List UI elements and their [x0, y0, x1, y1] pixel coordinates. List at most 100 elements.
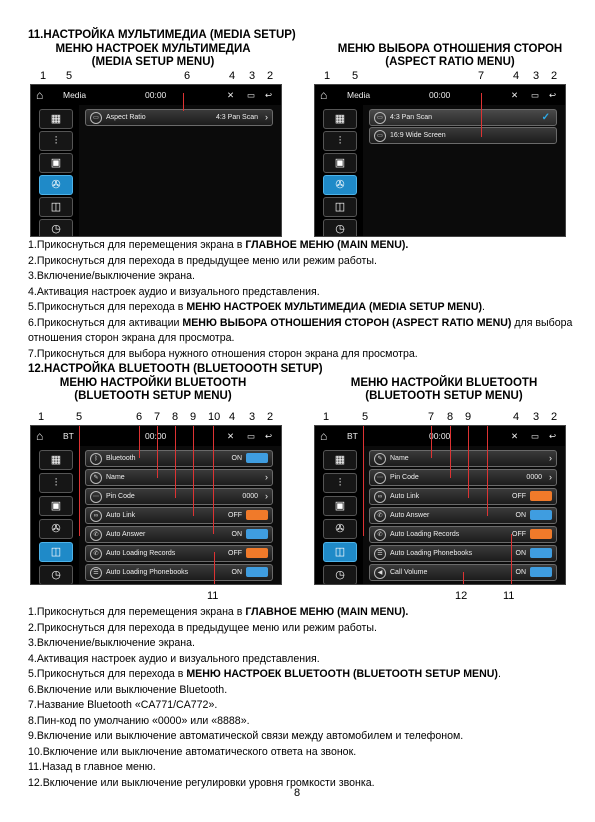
home-icon[interactable]: ⌂ [36, 88, 44, 102]
settings-icon[interactable]: ✕ [511, 431, 519, 441]
lead-line [157, 426, 158, 478]
chevron-right-icon: › [549, 472, 552, 482]
list-item: 10.Включение или выключение автоматическ… [28, 745, 357, 758]
auto-answer-row[interactable]: ✆ Auto Answer ON [85, 526, 273, 543]
auto-loading-phonebooks-row[interactable]: ☰ Auto Loading Phonebooks ON [85, 564, 273, 581]
auto-link-row[interactable]: ∞ Auto Link OFF [85, 507, 273, 524]
callout-number: 4 [229, 411, 236, 423]
toggle-switch[interactable] [530, 567, 552, 577]
callout-number: 10 [208, 411, 221, 423]
top-bar: ⌂ Media 00:00 ✕ ▭ ↩ [315, 85, 565, 105]
audio-eq-icon[interactable]: ⫶ [39, 131, 73, 151]
bluetooth-setup-icon[interactable]: ◫ [323, 542, 357, 562]
section-12-title: 12.НАСТРОЙКА BLUETOOTH (BLUETOOOTH SETUP… [28, 363, 323, 375]
display-icon[interactable]: ▭ [247, 90, 256, 100]
row-value: ON [231, 531, 243, 538]
toggle-switch[interactable] [246, 529, 268, 539]
back-icon[interactable]: ↩ [549, 431, 557, 441]
row-value: OFF [512, 531, 526, 538]
name-row[interactable]: ✎ Name › [369, 450, 557, 467]
bluetooth-setup-icon[interactable]: ◫ [39, 542, 73, 562]
item-text: 5.Прикоснуться для перехода в [28, 301, 187, 313]
media-setup-icon[interactable]: ✇ [39, 175, 73, 195]
main-menu-icon[interactable]: ▦ [39, 109, 73, 129]
auto-answer-row[interactable]: ✆ Auto Answer ON [369, 507, 557, 524]
back-icon[interactable]: ↩ [549, 90, 557, 100]
display-icon[interactable]: ▭ [247, 431, 256, 441]
callout-number: 5 [76, 411, 83, 423]
toggle-switch[interactable] [530, 491, 552, 501]
toggle-switch[interactable] [530, 548, 552, 558]
clock-icon[interactable]: ◷ [39, 565, 73, 584]
row-label: Name [390, 455, 409, 462]
toggle-switch[interactable] [530, 510, 552, 520]
callout-number: 2 [267, 411, 274, 423]
back-icon[interactable]: ↩ [265, 90, 273, 100]
main-menu-icon[interactable]: ▦ [323, 109, 357, 129]
screen-title: Media [63, 90, 87, 100]
settings-icon[interactable]: ✕ [227, 90, 235, 100]
pin-code-row[interactable]: ⋯ Pin Code 0000 › [369, 469, 557, 486]
media-setup-icon[interactable]: ✇ [323, 519, 357, 539]
callout-number: 7 [428, 411, 435, 423]
lead-line [213, 426, 214, 534]
toggle-switch[interactable] [530, 529, 552, 539]
clock-icon[interactable]: ◷ [323, 219, 357, 236]
audio-eq-icon[interactable]: ⫶ [323, 131, 357, 151]
display-icon[interactable]: ▭ [531, 431, 540, 441]
toggle-switch[interactable] [246, 548, 268, 558]
item-text: . [482, 301, 485, 313]
item-bold: ГЛАВНОЕ МЕНЮ (MAIN MENU). [245, 606, 409, 618]
main-menu-icon[interactable]: ▦ [323, 450, 357, 470]
records-icon: ✆ [374, 529, 386, 541]
pin-code-row[interactable]: ⋯ Pin Code 0000 › [85, 488, 273, 505]
clock: 00:00 [145, 431, 167, 441]
auto-loading-records-row[interactable]: ✆ Auto Loading Records OFF [85, 545, 273, 562]
display-settings-icon[interactable]: ▣ [323, 153, 357, 173]
list-item: 1.Прикоснуться для перемещения экрана в … [28, 238, 578, 254]
toggle-switch[interactable] [246, 453, 268, 463]
toggle-switch[interactable] [246, 510, 268, 520]
toggle-switch[interactable] [246, 567, 268, 577]
bluetooth-setup-icon[interactable]: ◫ [39, 197, 73, 217]
clock-icon[interactable]: ◷ [39, 219, 73, 236]
media-setup-icon[interactable]: ✇ [323, 175, 357, 195]
display-settings-icon[interactable]: ▣ [39, 153, 73, 173]
heading-line-2: (BLUETOOTH SETUP MENU) [74, 390, 232, 402]
home-icon[interactable]: ⌂ [320, 429, 328, 443]
display-settings-icon[interactable]: ▣ [39, 496, 73, 516]
phone-icon: ✆ [374, 510, 386, 522]
bluetooth-setup-icon[interactable]: ◫ [323, 197, 357, 217]
aspect-option-16-9[interactable]: ▭ 16:9 Wide Screen [369, 127, 557, 144]
audio-eq-icon[interactable]: ⫶ [39, 473, 73, 493]
name-row[interactable]: ✎ Name › [85, 469, 273, 486]
settings-icon[interactable]: ✕ [511, 90, 519, 100]
lead-line [183, 93, 184, 111]
audio-eq-icon[interactable]: ⫶ [323, 473, 357, 493]
row-value: ON [231, 569, 243, 576]
aspect-ratio-row[interactable]: ▭ Aspect Ratio 4:3 Pan Scan › [85, 109, 273, 126]
phonebook-icon: ☰ [374, 548, 386, 560]
tag-icon: ✎ [90, 472, 102, 484]
home-icon[interactable]: ⌂ [36, 429, 44, 443]
auto-loading-records-row[interactable]: ✆ Auto Loading Records OFF [369, 526, 557, 543]
clock: 00:00 [145, 90, 167, 100]
media-setup-icon[interactable]: ✇ [39, 519, 73, 539]
page-number: 8 [294, 787, 301, 799]
home-icon[interactable]: ⌂ [320, 88, 328, 102]
item-text: 5.Прикоснуться для перехода в [28, 668, 187, 680]
bluetooth-row[interactable]: ᛒ Bluetooth ON [85, 450, 273, 467]
main-menu-icon[interactable]: ▦ [39, 450, 73, 470]
back-icon[interactable]: ↩ [265, 431, 273, 441]
list-item: 3.Включение/выключение экрана. [28, 637, 195, 649]
auto-loading-phonebooks-row[interactable]: ☰ Auto Loading Phonebooks ON [369, 545, 557, 562]
aspect-option-4-3[interactable]: ▭ 4:3 Pan Scan ✓ [369, 109, 557, 126]
auto-link-row[interactable]: ∞ Auto Link OFF [369, 488, 557, 505]
row-label: Auto Loading Records [390, 531, 460, 538]
screen-title: Media [347, 90, 371, 100]
settings-icon[interactable]: ✕ [227, 431, 235, 441]
display-icon[interactable]: ▭ [531, 90, 540, 100]
row-value: OFF [228, 512, 242, 519]
display-settings-icon[interactable]: ▣ [323, 496, 357, 516]
clock-icon[interactable]: ◷ [323, 565, 357, 584]
